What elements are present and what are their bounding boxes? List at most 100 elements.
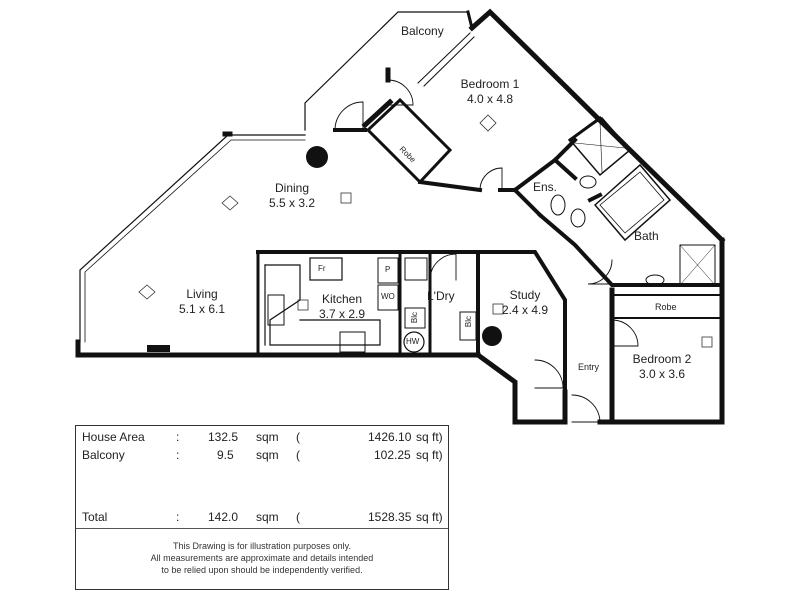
door-bedroom1 — [387, 79, 414, 106]
kitchen-counter — [264, 264, 381, 346]
shower-box — [568, 117, 632, 177]
robe1-box — [365, 97, 453, 185]
area-unit: sqm — [256, 430, 279, 444]
area-label: House Area — [82, 430, 145, 444]
study-name: Study — [509, 288, 541, 302]
area-colon: : — [176, 448, 180, 462]
door-ensuite — [479, 167, 503, 191]
area-row-balcony: Balcony : 9.5 sqm ( 102.25 sq ft) — [76, 448, 448, 464]
bedroom1-west-wall — [361, 67, 394, 129]
hot-water-unit — [403, 331, 425, 353]
pantry-label: P — [385, 265, 391, 274]
area-paren: ( — [296, 430, 300, 444]
area-sqft-unit: sq ft) — [416, 430, 443, 444]
living-window — [79, 134, 306, 343]
entry-label: Entry — [578, 362, 600, 372]
fridge-label: Fr — [318, 264, 326, 273]
outer-wall-bed2 — [609, 237, 725, 425]
area-unit: sqm — [256, 448, 279, 462]
door-bedroom2 — [611, 319, 639, 347]
disclaimer-line: This Drawing is for illustration purpose… — [173, 541, 351, 551]
robe2-label: Robe — [655, 302, 677, 312]
basin-bath — [645, 274, 665, 286]
area-sqft-unit: sq ft) — [416, 510, 443, 524]
light-marker-dining — [221, 195, 239, 211]
floor-plan — [75, 8, 726, 425]
study-label: Study 2.4 x 4.9 — [485, 288, 565, 318]
hot-water-label: HW — [406, 337, 420, 346]
disclaimer-line: to be relied upon should be independentl… — [161, 565, 363, 575]
outer-wall-study — [474, 351, 568, 425]
kitchen-name: Kitchen — [321, 292, 363, 306]
toilet-bath — [570, 208, 586, 228]
balcony-label: Balcony — [401, 24, 444, 38]
column-dining — [306, 146, 328, 168]
living-window-inner — [84, 139, 306, 343]
outer-wall-east — [468, 8, 726, 244]
wall-oven-label: WO — [381, 292, 395, 301]
wall-oven-box — [377, 284, 399, 311]
linen-cupboard-1 — [404, 307, 426, 329]
bedroom1-label: Bedroom 1 4.0 x 4.8 — [450, 77, 530, 107]
area-sqft-unit: sq ft) — [416, 448, 443, 462]
area-sqft: 1426.10 — [368, 430, 412, 444]
area-summary-box: House Area : 132.5 sqm ( 1426.10 sq ft) … — [75, 425, 449, 590]
door-laundry — [429, 253, 457, 281]
vent-study — [492, 303, 504, 315]
outer-wall-north — [466, 10, 474, 30]
area-sqft: 1528.35 — [368, 510, 412, 524]
bedroom1-size: 4.0 x 4.8 — [466, 92, 514, 106]
area-paren: ( — [296, 510, 300, 524]
ensuite-walls — [512, 157, 603, 218]
linen-cupboard-2 — [459, 311, 477, 341]
area-unit: sqm — [256, 510, 279, 524]
dining-label: Dining 5.5 x 3.2 — [252, 181, 332, 211]
area-colon: : — [176, 510, 180, 524]
living-name: Living — [186, 287, 218, 301]
study-walls — [476, 250, 567, 397]
area-sqm: 132.5 — [208, 430, 239, 444]
door-bath — [587, 259, 613, 285]
balcony-rail — [417, 32, 475, 87]
light-marker-living — [138, 284, 156, 300]
bath-walls — [537, 212, 724, 287]
heater-living — [147, 345, 170, 352]
laundry-label: L'Dry — [427, 289, 455, 303]
area-paren: ( — [296, 448, 300, 462]
outer-wall-entry — [562, 287, 615, 425]
toilet-ensuite — [550, 194, 566, 216]
study-size: 2.4 x 4.9 — [501, 303, 549, 317]
living-size: 5.1 x 6.1 — [178, 302, 226, 316]
vent-dining — [340, 192, 352, 204]
area-sqm: 9.5 — [217, 448, 234, 462]
living-label: Living 5.1 x 6.1 — [162, 287, 242, 317]
bedroom2-label: Bedroom 2 3.0 x 3.6 — [622, 352, 702, 382]
area-sqm: 142.0 — [208, 510, 239, 524]
area-row-total: Total : 142.0 sqm ( 1528.35 sq ft) — [76, 510, 448, 526]
vent-kitchen — [297, 299, 309, 311]
sink — [267, 294, 285, 326]
cooktop — [339, 331, 366, 353]
area-divider — [76, 528, 448, 529]
bedroom2-size: 3.0 x 3.6 — [638, 367, 686, 381]
balcony-outline — [304, 11, 469, 131]
bath-label: Bath — [634, 229, 659, 243]
kitchen-size: 3.7 x 2.9 — [318, 307, 366, 321]
bedroom1-name: Bedroom 1 — [460, 77, 520, 91]
laundry-walls — [398, 250, 432, 357]
area-label: Balcony — [82, 448, 125, 462]
linen1-label: Blc — [410, 312, 419, 324]
linen2-label: Blc — [464, 316, 473, 328]
robe2-box — [611, 294, 723, 319]
area-label: Total — [82, 510, 108, 524]
laundry-tub — [404, 257, 428, 281]
disclaimer-text: This Drawing is for illustration purpose… — [76, 540, 448, 576]
area-colon: : — [176, 430, 180, 444]
pantry-box — [377, 257, 399, 284]
fridge-box — [309, 257, 343, 281]
column-study — [482, 326, 502, 346]
door-entry — [571, 394, 601, 423]
bathtub — [593, 163, 672, 242]
area-row-house: House Area : 132.5 sqm ( 1426.10 sq ft) — [76, 430, 448, 446]
ensuite-label: Ens. — [533, 180, 558, 194]
